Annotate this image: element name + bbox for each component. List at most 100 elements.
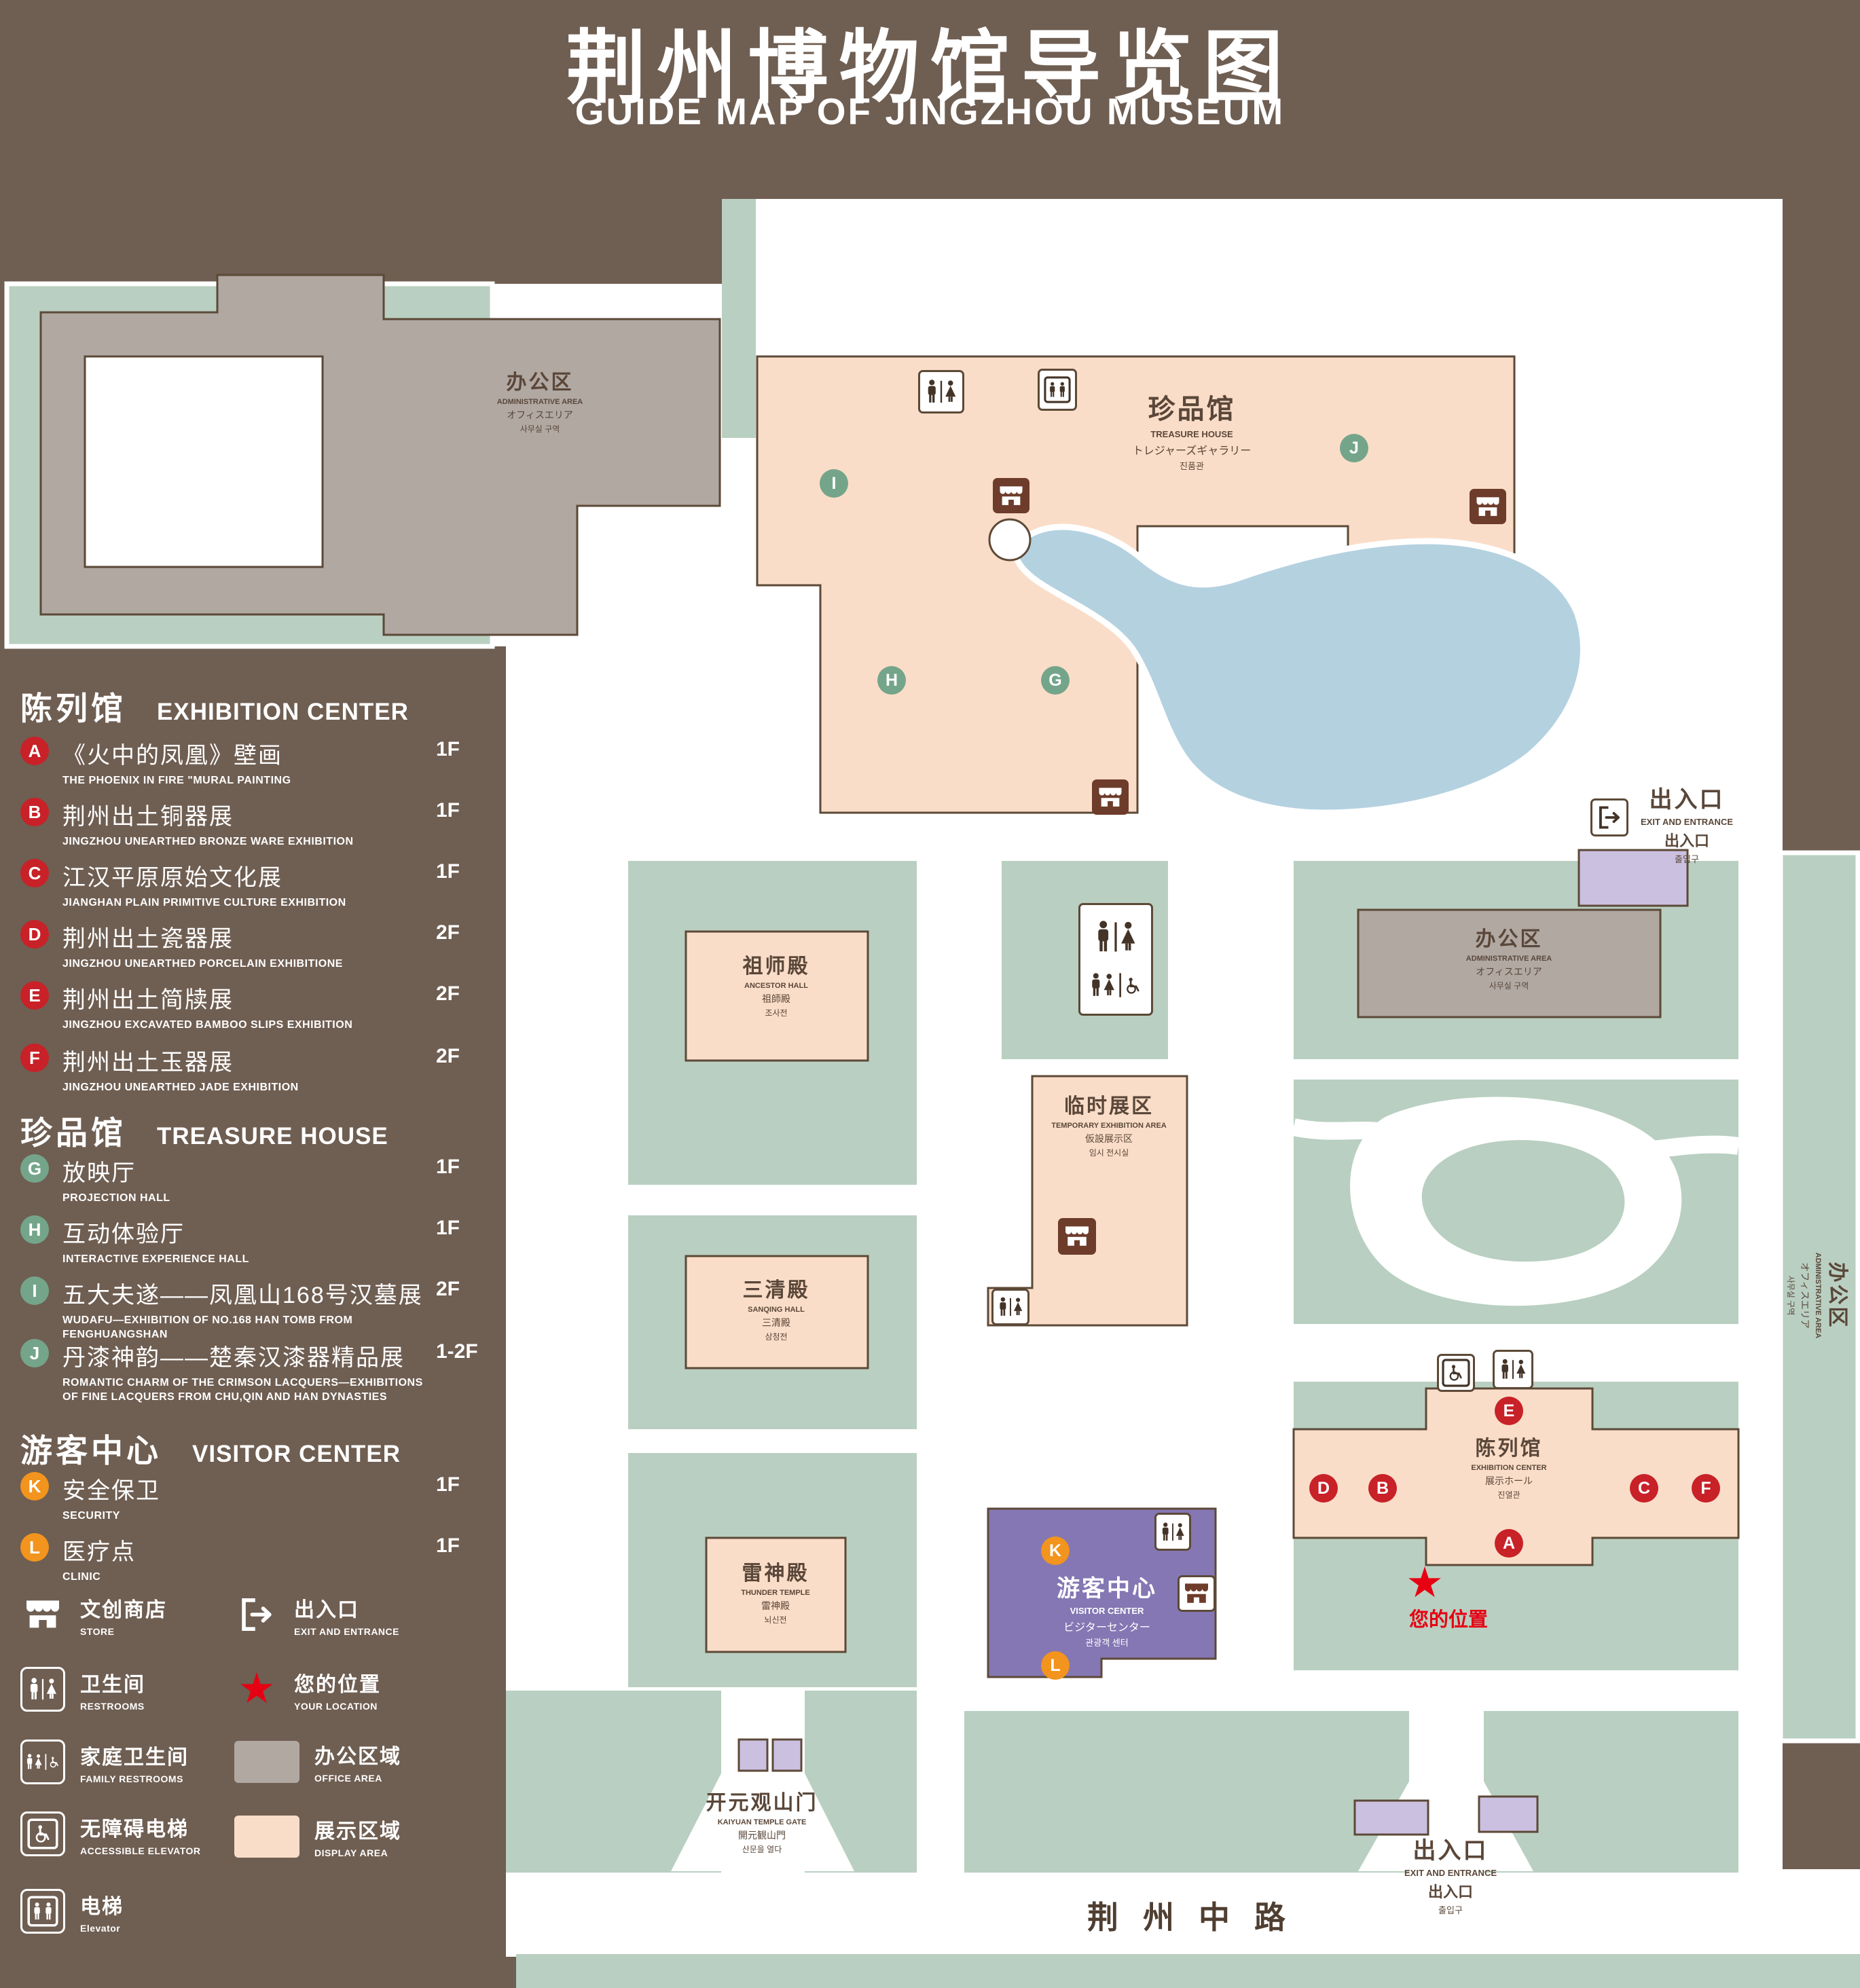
item-en: WUDAFU—EXHIBITION OF NO.168 HAN TOMB FRO… xyxy=(62,1314,353,1340)
item-en: CLINIC xyxy=(62,1571,101,1583)
list-item-g: G 放映厅 PROJECTION HALL 1F xyxy=(20,1154,496,1206)
badge-f: F xyxy=(20,1044,49,1072)
label-en: ANCESTOR HALL xyxy=(744,982,808,990)
badge-j: J xyxy=(20,1339,49,1367)
restrooms-icon xyxy=(1091,918,1141,956)
legend-zh: 无障碍电梯 xyxy=(80,1818,189,1841)
accessible-elevator-icon xyxy=(1437,1354,1475,1392)
label-ja: 出入口 xyxy=(1664,832,1709,849)
label-en: VISITOR CENTER xyxy=(1070,1606,1144,1616)
legend-en: YOUR LOCATION xyxy=(294,1700,378,1712)
store-icon xyxy=(1058,1218,1096,1255)
legend-zh: 家庭卫生间 xyxy=(80,1746,189,1769)
item-floor: 2F xyxy=(436,1045,460,1067)
label-ko: 출입구 xyxy=(1438,1905,1463,1915)
label-en: ADMINISTRATIVE AREA xyxy=(496,398,583,406)
badge-c: C xyxy=(20,859,49,887)
badge-e: E xyxy=(20,981,49,1010)
exit-icon xyxy=(1590,798,1628,836)
label-zh: 三清殿 xyxy=(742,1279,810,1302)
label-ko: 삼청전 xyxy=(765,1332,788,1342)
label-zh: 雷神殿 xyxy=(742,1562,809,1585)
item-zh: 放映厅 xyxy=(62,1160,136,1186)
label-ja: トレジャーズギャラリー xyxy=(1132,445,1252,457)
label-en: ADMINISTRATIVE AREA xyxy=(1465,955,1552,963)
item-floor: 1F xyxy=(436,860,460,883)
restroom-building xyxy=(1078,903,1153,1016)
label-ja: 展示ホール xyxy=(1484,1475,1533,1486)
legend-en: DISPLAY AREA xyxy=(314,1847,388,1858)
green-strip-top xyxy=(722,199,756,438)
family-restroom-icon xyxy=(20,1740,65,1784)
item-zh: 荆州出土瓷器展 xyxy=(62,926,234,952)
legend-en: FAMILY RESTROOMS xyxy=(80,1773,183,1784)
label-ko: 출입구 xyxy=(1675,854,1699,864)
item-en: THE PHOENIX IN FIRE "MURAL PAINTING xyxy=(62,775,291,786)
label-zh: 出入口 xyxy=(1649,787,1725,813)
label-ja: オフィスエリア xyxy=(1476,966,1542,977)
gate-pillar-east xyxy=(771,1738,803,1772)
item-floor: 1F xyxy=(436,1473,460,1496)
list-item-c: C 江汉平原原始文化展 JIANGHAN PLAIN PRIMITIVE CUL… xyxy=(20,859,496,910)
item-en: JINGZHOU UNEARTHED BRONZE WARE EXHIBITIO… xyxy=(62,836,354,847)
list-item-e: E 荆州出土简牍展 JINGZHOU EXCAVATED BAMBOO SLIP… xyxy=(20,981,496,1033)
list-item-h: H 互动体验厅 INTERACTIVE EXPERIENCE HALL 1F xyxy=(20,1215,496,1267)
admin-northwest-label: 办公区 ADMINISTRATIVE AREA オフィスエリア 사무실 구역 xyxy=(497,365,583,435)
item-floor: 1F xyxy=(436,738,460,760)
item-en: JINGZHOU UNEARTHED JADE EXHIBITION xyxy=(62,1082,299,1093)
label-ko: 사무실 구역 xyxy=(1786,1275,1795,1316)
page-subtitle: GUIDE MAP OF JINGZHOU MUSEUM xyxy=(575,90,1285,132)
badge-g: G xyxy=(20,1154,49,1183)
marker-k: K xyxy=(1041,1536,1070,1565)
legend-zh: 出入口 xyxy=(294,1598,359,1621)
road-name: 荆州中路 xyxy=(1087,1900,1310,1935)
label-zh: 祖师殿 xyxy=(742,955,810,978)
restrooms-icon xyxy=(1154,1513,1191,1551)
item-zh: 安全保卫 xyxy=(62,1478,160,1504)
legend-en: Elevator xyxy=(80,1922,121,1934)
green-gate-west xyxy=(506,1691,721,1873)
building-east-entrance xyxy=(1578,849,1689,907)
label-en: TREASURE HOUSE xyxy=(1150,429,1233,439)
list-item-b: B 荆州出土铜器展 JINGZHOU UNEARTHED BRONZE WARE… xyxy=(20,798,496,849)
admin-mid-label: 办公区 ADMINISTRATIVE AREA オフィスエリア 사무실 구역 xyxy=(1466,922,1552,991)
label-ja: 開元観山門 xyxy=(738,1830,786,1841)
item-en: JIANGHAN PLAIN PRIMITIVE CULTURE EXHIBIT… xyxy=(62,897,346,908)
legend-en: OFFICE AREA xyxy=(314,1773,382,1784)
exit-icon xyxy=(234,1592,279,1637)
label-ja: 仮設展示区 xyxy=(1085,1133,1133,1144)
label-ko: 뇌신전 xyxy=(764,1615,787,1625)
list-item-l: L 医疗点 CLINIC 1F xyxy=(20,1533,496,1585)
family-restroom-icon xyxy=(1087,970,1145,1001)
legend-restrooms: 卫生间 RESTROOMS xyxy=(20,1667,145,1712)
badge-h: H xyxy=(20,1215,49,1244)
marker-g: G xyxy=(1041,666,1070,695)
label-ja: 出入口 xyxy=(1427,1883,1473,1900)
item-floor: 2F xyxy=(436,1278,460,1300)
section-title-zh: 游客中心 xyxy=(20,1433,162,1469)
list-item-a: A 《火中的凤凰》壁画 THE PHOENIX IN FIRE "MURAL P… xyxy=(20,737,496,788)
store-icon xyxy=(1470,489,1506,524)
green-strip-bottom xyxy=(516,1954,1860,1988)
treasure-house-label: 珍品馆 TREASURE HOUSE トレジャーズギャラリー 진품관 xyxy=(1133,387,1251,472)
section-treasure-house: 珍品馆 TREASURE HOUSE xyxy=(20,1107,388,1154)
label-ko: 진열관 xyxy=(1497,1490,1520,1500)
green-south-east xyxy=(1484,1711,1738,1873)
legend-accessible-elevator: 无障碍电梯 ACCESSIBLE ELEVATOR xyxy=(20,1811,201,1856)
legend-en: RESTROOMS xyxy=(80,1700,145,1712)
label-ko: 임시 전시실 xyxy=(1089,1148,1129,1158)
item-en: ROMANTIC CHARM OF THE CRIMSON LACQUERS—E… xyxy=(62,1377,423,1403)
marker-e: E xyxy=(1495,1397,1523,1425)
item-en: SECURITY xyxy=(62,1510,120,1522)
visitor-center-label: 游客中心 VISITOR CENTER ビジターセンター 관광객 센터 xyxy=(1057,1570,1157,1649)
list-item-f: F 荆州出土玉器展 JINGZHOU UNEARTHED JADE EXHIBI… xyxy=(20,1044,496,1095)
elevator-icon xyxy=(20,1889,65,1934)
label-ko: 조사전 xyxy=(765,1008,788,1018)
item-zh: 荆州出土简牍展 xyxy=(62,987,234,1013)
badge-b: B xyxy=(20,798,49,826)
item-floor: 2F xyxy=(436,982,460,1005)
item-floor: 2F xyxy=(436,921,460,944)
office-area-swatch xyxy=(234,1740,299,1783)
building-temporary-exhibition xyxy=(987,1075,1188,1327)
